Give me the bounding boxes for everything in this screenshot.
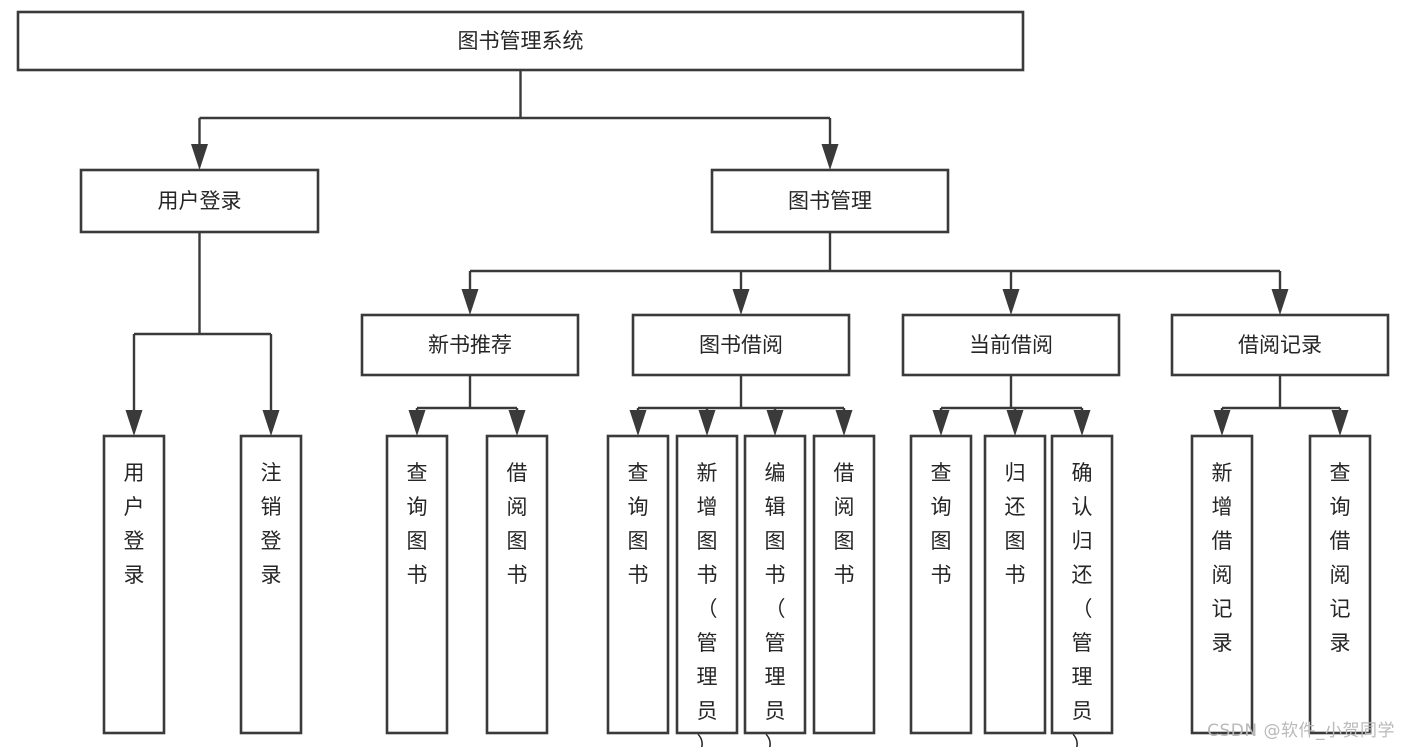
node-book-management[interactable]: 图书管理 bbox=[710, 168, 950, 234]
node-box-leaf-add-borrow-record[interactable] bbox=[1190, 434, 1254, 735]
node-layer: 图书管理系统用户登录图书管理新书推荐图书借阅当前借阅借阅记录用户登录注销登录查询… bbox=[16, 10, 1390, 747]
node-label-leaf-return-books: 归还图书 bbox=[1005, 461, 1026, 587]
node-leaf-query-books-current[interactable]: 查询图书 bbox=[909, 434, 973, 735]
to-leaf-confirm-return-admin-arrowhead bbox=[1073, 410, 1091, 436]
node-label-user-login: 用户登录 bbox=[158, 189, 242, 213]
node-box-leaf-query-borrow-record[interactable] bbox=[1308, 434, 1372, 735]
node-label-leaf-add-borrow-record: 新增借阅记录 bbox=[1212, 461, 1233, 655]
node-box-leaf-edit-book-admin[interactable] bbox=[743, 434, 807, 735]
to-borrow-record-arrowhead bbox=[1271, 289, 1289, 315]
node-box-leaf-add-book-admin[interactable] bbox=[675, 434, 739, 735]
node-label-leaf-confirm-return-admin: 确认归还（管理员） bbox=[1072, 461, 1093, 747]
node-box-leaf-return-books[interactable] bbox=[983, 434, 1047, 735]
to-current-borrow-arrowhead bbox=[1002, 289, 1020, 315]
node-borrow-record[interactable]: 借阅记录 bbox=[1170, 313, 1390, 377]
node-label-borrow-record: 借阅记录 bbox=[1238, 333, 1322, 357]
to-leaf-return-books-arrowhead bbox=[1006, 410, 1024, 436]
node-box-borrow-record[interactable] bbox=[1170, 313, 1390, 377]
node-leaf-borrow-books-rec[interactable]: 借阅图书 bbox=[485, 434, 549, 735]
to-leaf-user-login-arrowhead bbox=[125, 410, 143, 436]
to-book-management-arrowhead bbox=[821, 144, 839, 170]
node-box-leaf-query-books-borrow[interactable] bbox=[606, 434, 670, 735]
to-leaf-query-books-rec-arrowhead bbox=[408, 410, 426, 436]
node-box-current-borrow[interactable] bbox=[901, 313, 1121, 377]
node-label-leaf-user-login: 用户登录 bbox=[124, 461, 145, 587]
node-box-leaf-logout-login[interactable] bbox=[239, 434, 303, 735]
node-leaf-edit-book-admin[interactable]: 编辑图书（管理员） bbox=[743, 434, 807, 747]
node-current-borrow[interactable]: 当前借阅 bbox=[901, 313, 1121, 377]
to-leaf-add-borrow-record-arrowhead bbox=[1213, 410, 1231, 436]
node-label-new-book-recommend: 新书推荐 bbox=[428, 333, 512, 357]
to-book-borrow-arrowhead bbox=[732, 289, 750, 315]
to-leaf-borrow-books-borrow-arrowhead bbox=[835, 410, 853, 436]
node-box-root[interactable] bbox=[16, 10, 1025, 72]
node-box-leaf-confirm-return-admin[interactable] bbox=[1050, 434, 1114, 735]
node-label-leaf-borrow-books-borrow: 借阅图书 bbox=[834, 461, 855, 587]
to-leaf-query-books-current-arrowhead bbox=[932, 410, 950, 436]
connector-layer bbox=[125, 70, 1349, 436]
node-box-book-borrow[interactable] bbox=[631, 313, 851, 377]
node-leaf-confirm-return-admin[interactable]: 确认归还（管理员） bbox=[1050, 434, 1114, 747]
node-box-user-login[interactable] bbox=[79, 168, 320, 234]
node-new-book-recommend[interactable]: 新书推荐 bbox=[360, 313, 580, 377]
node-box-leaf-borrow-books-borrow[interactable] bbox=[812, 434, 876, 735]
node-leaf-borrow-books-borrow[interactable]: 借阅图书 bbox=[812, 434, 876, 735]
node-label-leaf-query-books-current: 查询图书 bbox=[931, 461, 952, 587]
node-leaf-query-borrow-record[interactable]: 查询借阅记录 bbox=[1308, 434, 1372, 735]
to-new-book-recommend-arrowhead bbox=[461, 289, 479, 315]
node-label-leaf-borrow-books-rec: 借阅图书 bbox=[507, 461, 528, 587]
node-box-book-management[interactable] bbox=[710, 168, 950, 234]
to-leaf-logout-login-arrowhead bbox=[262, 410, 280, 436]
node-box-leaf-borrow-books-rec[interactable] bbox=[485, 434, 549, 735]
node-leaf-add-book-admin[interactable]: 新增图书（管理员） bbox=[675, 434, 739, 747]
node-box-new-book-recommend[interactable] bbox=[360, 313, 580, 377]
node-label-current-borrow: 当前借阅 bbox=[969, 333, 1053, 357]
to-leaf-query-borrow-record-arrowhead bbox=[1331, 410, 1349, 436]
node-leaf-add-borrow-record[interactable]: 新增借阅记录 bbox=[1190, 434, 1254, 735]
node-label-leaf-query-books-rec: 查询图书 bbox=[407, 461, 428, 587]
node-leaf-logout-login[interactable]: 注销登录 bbox=[239, 434, 303, 735]
node-leaf-query-books-borrow[interactable]: 查询图书 bbox=[606, 434, 670, 735]
node-leaf-return-books[interactable]: 归还图书 bbox=[983, 434, 1047, 735]
to-user-login-arrowhead bbox=[191, 144, 208, 170]
to-leaf-add-book-admin-arrowhead bbox=[698, 410, 716, 436]
node-box-leaf-query-books-rec[interactable] bbox=[385, 434, 449, 735]
node-label-leaf-query-borrow-record: 查询借阅记录 bbox=[1330, 461, 1351, 655]
to-leaf-query-books-borrow-arrowhead bbox=[629, 410, 647, 436]
node-label-book-management: 图书管理 bbox=[788, 189, 872, 213]
node-label-book-borrow: 图书借阅 bbox=[699, 333, 783, 357]
node-leaf-user-login[interactable]: 用户登录 bbox=[102, 434, 166, 735]
node-label-leaf-logout-login: 注销登录 bbox=[261, 461, 282, 587]
node-label-leaf-edit-book-admin: 编辑图书（管理员） bbox=[765, 461, 786, 747]
node-user-login[interactable]: 用户登录 bbox=[79, 168, 320, 234]
node-label-leaf-query-books-borrow: 查询图书 bbox=[628, 461, 649, 587]
to-leaf-edit-book-admin-arrowhead bbox=[766, 410, 784, 436]
node-label-root: 图书管理系统 bbox=[458, 29, 584, 53]
node-leaf-query-books-rec[interactable]: 查询图书 bbox=[385, 434, 449, 735]
to-leaf-borrow-books-rec-arrowhead bbox=[508, 410, 526, 436]
node-label-leaf-add-book-admin: 新增图书（管理员） bbox=[697, 461, 718, 747]
node-box-leaf-query-books-current[interactable] bbox=[909, 434, 973, 735]
node-root[interactable]: 图书管理系统 bbox=[16, 10, 1025, 72]
node-book-borrow[interactable]: 图书借阅 bbox=[631, 313, 851, 377]
node-box-leaf-user-login[interactable] bbox=[102, 434, 166, 735]
